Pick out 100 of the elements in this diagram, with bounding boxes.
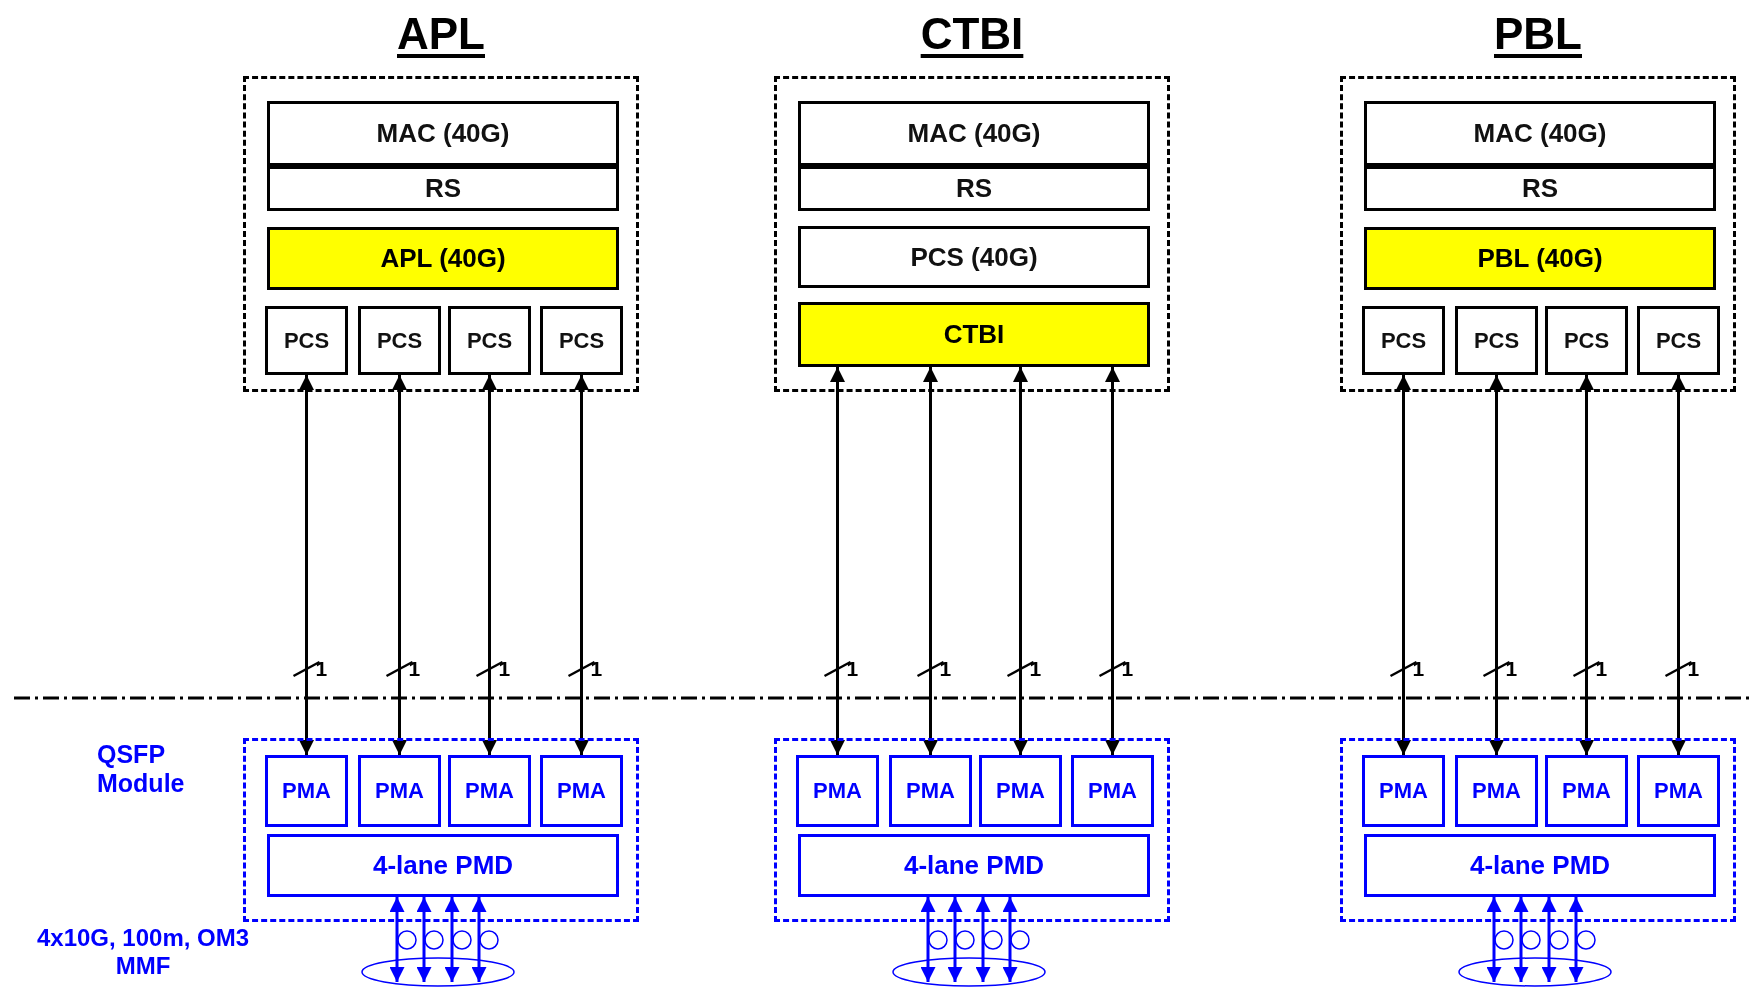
layer-box (1455, 755, 1538, 827)
arrow (923, 367, 938, 755)
edge-label: 1 (498, 657, 511, 681)
layer-label: PMA (557, 778, 606, 804)
arrow (920, 897, 936, 982)
layer-box (358, 306, 441, 375)
edge-label: 1 (1595, 657, 1608, 681)
layer-box (889, 755, 972, 827)
layer-box (798, 226, 1150, 288)
arrow (1579, 375, 1594, 755)
layer-label: PCS (466, 327, 513, 354)
arrow (1002, 897, 1018, 982)
layer-box (1362, 306, 1445, 375)
layer-label: MAC (40G) (1473, 118, 1607, 149)
layer-label: PCS (1473, 327, 1520, 354)
arrow (975, 897, 991, 982)
layer-label: 4-lane PMD (372, 850, 514, 881)
layer-box (448, 755, 531, 827)
layer-box (358, 755, 441, 827)
module-frame (243, 738, 639, 922)
layer-label: PMA (1472, 778, 1521, 804)
layer-box (1364, 166, 1716, 211)
layer-box (267, 227, 619, 290)
layer-label: APL (40G) (380, 243, 506, 274)
layer-label: MAC (40G) (376, 118, 510, 149)
layer-label: RS (424, 173, 462, 204)
layer-label: PMA (1654, 778, 1703, 804)
fiber-label: 4x10G, 100m, OM3 MMF (35, 924, 251, 980)
layer-box (448, 306, 531, 375)
arrow (830, 367, 845, 755)
module-frame (774, 738, 1170, 922)
layer-box (798, 834, 1150, 897)
module-frame (1340, 738, 1736, 922)
layer-label: PMA (282, 778, 331, 804)
layer-box (1545, 306, 1628, 375)
column-heading: CTBI (919, 9, 1025, 59)
layer-label: PCS (558, 327, 605, 354)
layer-box (1637, 306, 1720, 375)
layer-box (796, 755, 879, 827)
arrow (574, 375, 589, 755)
layer-box (1455, 306, 1538, 375)
layer-label: PMA (996, 778, 1045, 804)
layer-label: RS (955, 173, 993, 204)
arrow (444, 897, 460, 982)
edge-label: 1 (1029, 657, 1042, 681)
layer-label: PMA (906, 778, 955, 804)
layer-box (1545, 755, 1628, 827)
layer-label: PCS (1563, 327, 1610, 354)
edge-label: 1 (590, 657, 603, 681)
layer-label: CTBI (943, 319, 1005, 350)
arrow (1013, 367, 1028, 755)
layer-label: 4-lane PMD (1469, 850, 1611, 881)
arrow (389, 897, 405, 982)
edge-label: 1 (408, 657, 421, 681)
layer-box (1362, 755, 1445, 827)
layer-label: PCS (1380, 327, 1427, 354)
edge-label: 1 (939, 657, 952, 681)
layer-box (540, 755, 623, 827)
layer-box (798, 166, 1150, 211)
layer-label: PMA (1562, 778, 1611, 804)
layer-box (267, 166, 619, 211)
edge-label: 1 (1505, 657, 1518, 681)
layer-box (265, 755, 348, 827)
layer-label: MAC (40G) (907, 118, 1041, 149)
layer-box (267, 834, 619, 897)
arrow (1486, 897, 1502, 982)
arrow (1105, 367, 1120, 755)
layer-box (1071, 755, 1154, 827)
arrow (1541, 897, 1557, 982)
layer-box (798, 302, 1150, 367)
layer-label: PCS (40G) (910, 241, 1038, 273)
arrow (1568, 897, 1584, 982)
arrow (392, 375, 407, 755)
column-heading: APL (396, 9, 486, 59)
layer-box (798, 101, 1150, 166)
arrow (299, 375, 314, 755)
layer-box (267, 101, 619, 166)
layer-label: PCS (376, 327, 423, 354)
layer-label: PMA (1088, 778, 1137, 804)
edge-label: 1 (1687, 657, 1700, 681)
layer-label: 4-lane PMD (903, 850, 1045, 881)
edge-label: 1 (846, 657, 859, 681)
layer-label: PCS (1655, 327, 1702, 354)
layer-label: PMA (813, 778, 862, 804)
layer-box (1364, 101, 1716, 166)
arrow (471, 897, 487, 982)
layer-box (1364, 227, 1716, 290)
layer-box (1637, 755, 1720, 827)
arrow (482, 375, 497, 755)
edge-label: 1 (1412, 657, 1425, 681)
layer-label: PMA (465, 778, 514, 804)
layer-label: PCS (283, 327, 330, 354)
edge-label: 1 (1121, 657, 1134, 681)
edge-label: 1 (315, 657, 328, 681)
layer-label: PBL (40G) (1477, 243, 1603, 274)
layer-label: PMA (375, 778, 424, 804)
column-heading: PBL (1493, 9, 1583, 59)
arrow (1489, 375, 1504, 755)
layer-box (540, 306, 623, 375)
arrow (1671, 375, 1686, 755)
